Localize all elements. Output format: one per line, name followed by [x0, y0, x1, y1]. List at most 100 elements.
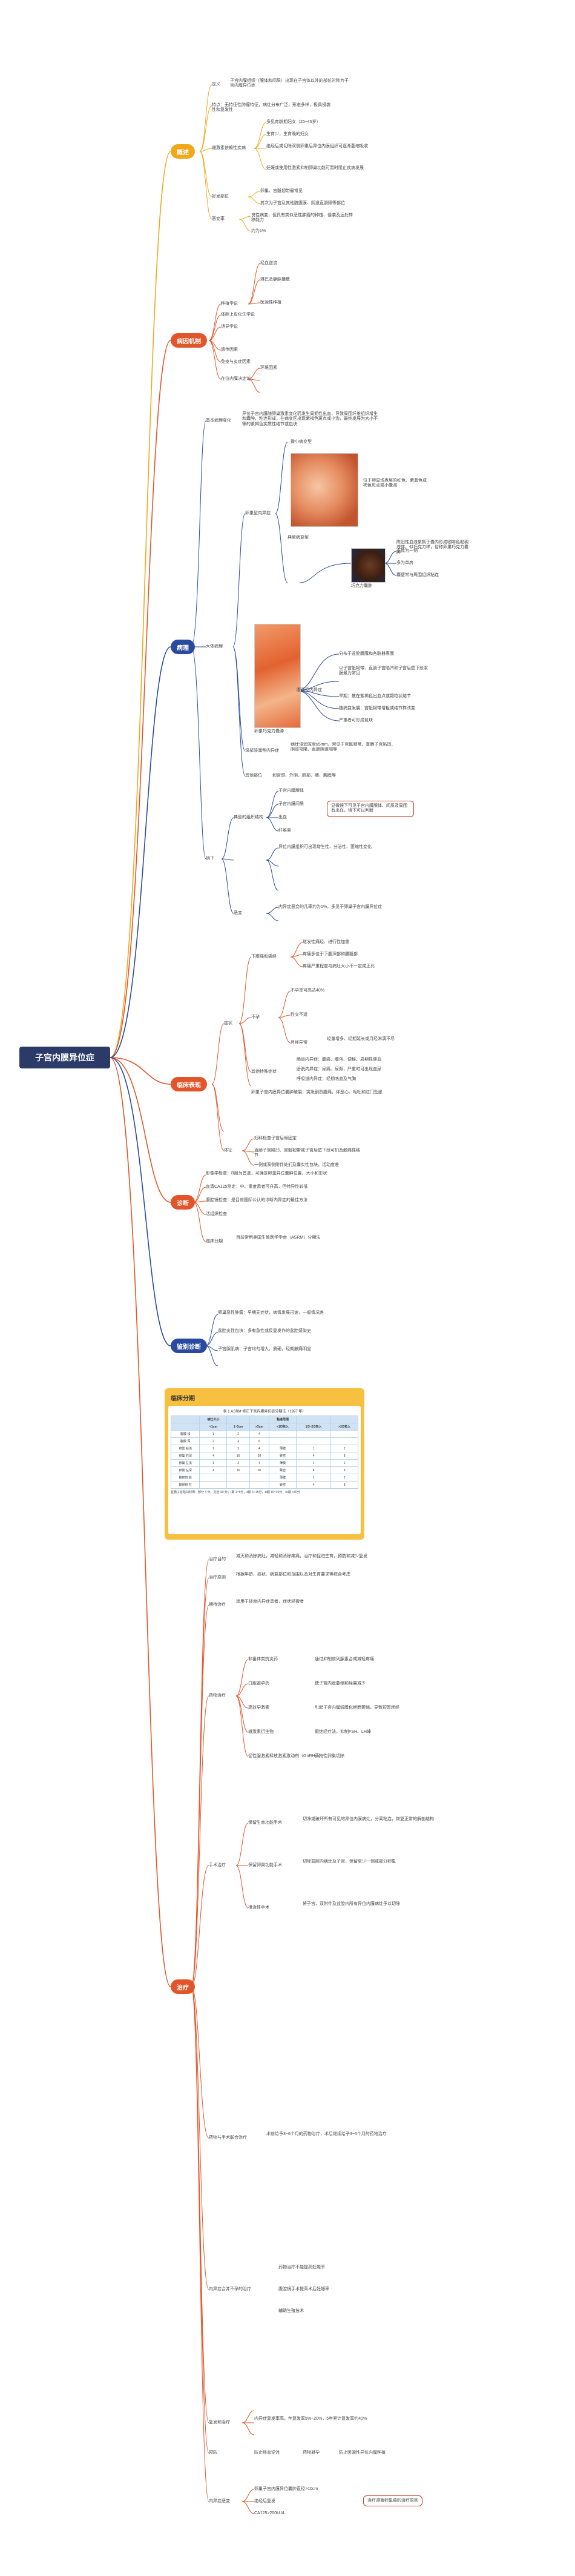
table-cell: 致密 — [268, 1466, 297, 1474]
nature-item: 约为1% — [251, 229, 266, 233]
goal-text: 减灭和消除病灶，减轻和消除疼痛，治疗和促进生育，预防和减少复发 — [236, 1554, 367, 1558]
staging-table-caption: 表 1 ASRM 修正子宫内膜异位症分期法（1997 年） — [223, 1410, 306, 1414]
table-header-cell — [226, 1415, 250, 1423]
table-cell: 1 — [295, 1474, 332, 1482]
table-cell: 16 — [226, 1452, 250, 1460]
peritoneal-item: 以子宫骶韧带、直肠子宫陷凹和子宫后壁下段浆膜最为常见 — [339, 666, 428, 676]
ovary-label: 卵巢型内异症 — [245, 511, 271, 515]
dyspareunia: 性交不适 — [291, 1013, 307, 1017]
basic-label: 基本病理变化 — [206, 419, 231, 423]
prevention-item: 防止经血逆流 — [254, 2451, 280, 2455]
theory-item: 遗传因素 — [221, 348, 238, 352]
staging-table-inner: 表 1 ASRM 修正子宫内膜异位症分期法（1997 年） 病灶大小粘连范围 <… — [168, 1406, 361, 1534]
site-item: 其次为子宫及其他脏腹膜、阴道直肠隔等部位 — [260, 201, 345, 205]
surgery-detail: 将子宫、双附件及盆腔内所有异位内膜病灶予以切除 — [303, 1902, 400, 1906]
pain-item: 继发性痛经、进行性加重 — [303, 940, 349, 944]
table-cell: 1 — [295, 1445, 332, 1452]
table-cell: 2 — [199, 1437, 228, 1445]
drug-detail: 通过抑制前列腺素合成减轻疼痛 — [315, 1657, 374, 1661]
table-cell: 4 — [295, 1452, 332, 1460]
epi-item: 多见育龄期妇女（25~45岁） — [266, 120, 321, 124]
theory-label: 种植学说 — [221, 302, 238, 306]
table-cell: 2 — [226, 1430, 250, 1438]
peritoneal-photo — [254, 624, 301, 728]
drug-detail: 使子宫内膜萎缩和经量减少 — [315, 1681, 366, 1686]
table-cell: 4 — [249, 1445, 269, 1452]
table-cell: 输卵管 右 — [170, 1474, 200, 1482]
malig-treat-box: 治疗遵循卵巢癌的治疗原则 — [363, 2495, 422, 2507]
surgery-detail: 切净或破坏所有可见的异位内膜病灶，分离粘连，恢复正常的解剖结构 — [303, 1817, 434, 1821]
table-cell: 输卵管 左 — [170, 1481, 200, 1489]
deep-label: 深部浸润型内异症 — [245, 749, 279, 753]
table-subheader-cell: >2/3包入 — [330, 1423, 358, 1431]
table-cell: 4 — [295, 1466, 332, 1474]
branch-clinical: 临床表现 — [171, 1077, 207, 1091]
malig-text: 内异症恶变的几率约为1%，多见于卵巢子宫内膜异位症 — [278, 905, 383, 909]
combo-label: 药物与手术联合治疗 — [209, 2136, 247, 2140]
cyst-item: 多数为一侧 — [396, 549, 418, 553]
table-cell — [330, 1430, 358, 1438]
prevention-item: 药物避孕 — [303, 2451, 320, 2455]
signs-label: 体征 — [224, 1148, 232, 1153]
photo-caption: 巧克力囊肿 — [351, 584, 372, 588]
special-text: 异位内膜组织可出现增生性、分泌性、萎缩性变化 — [278, 845, 372, 849]
other-text: 如宫颈、外阴、脐部、肺、胸膜等 — [272, 773, 336, 778]
drug-item: 雄激素衍生物 — [248, 1730, 274, 1734]
peritoneal-item: 早期：散在紫褐色出血点或颗粒状结节 — [339, 694, 411, 698]
differential-item: 卵巢恶性肿瘤：早期无症状，病情发展迅速，一般情况差 — [218, 1311, 324, 1315]
pain-item: 疼痛严重程度与病灶大小不一定成正比 — [303, 964, 375, 968]
definition-label: 定义 — [212, 82, 220, 87]
peritoneal-item: 严重者可形成包块 — [339, 718, 373, 723]
other-symptom: 肠道内异症：腹痛、腹泻、便秘、周期性便血 — [297, 1058, 381, 1062]
table-cell: 腹膜 浅 — [170, 1430, 200, 1438]
drug-item: 非甾体类抗炎药 — [248, 1657, 278, 1661]
pain-label: 下腹痛和痛经 — [251, 955, 277, 959]
table-cell — [249, 1481, 269, 1489]
micro-item: 子宫内膜腺体 — [278, 789, 304, 793]
site-item: 卵巢、宫骶韧带最常见 — [260, 189, 303, 193]
prevention-item: 防止医源性异位内膜种植 — [339, 2451, 386, 2455]
rupture-text: 卵巢子宫内膜异位囊肿破裂：突发剧烈腹痛，伴恶心、呕吐和肛门坠胀 — [251, 1090, 383, 1094]
table-cell: 卵巢 右深 — [170, 1452, 200, 1460]
ovary-photo — [291, 453, 358, 527]
table-cell: 1 — [199, 1445, 228, 1452]
table-cell: 4 — [199, 1452, 228, 1460]
table-cell — [226, 1474, 250, 1482]
cyst-item: 囊壁常与周围组织粘连 — [396, 573, 439, 577]
sign-item: 直肠子宫陷凹、宫骶韧带或子宫后壁下段可扪及触痛性结节 — [254, 1148, 360, 1158]
table-subheader-cell: 1~3cm — [226, 1423, 250, 1431]
surgery-detail: 切除盆腔内病灶及子宫，保留至少一侧或部分卵巢 — [303, 1859, 396, 1864]
table-header-cell — [249, 1415, 269, 1423]
staging-table-title: 临床分期 — [171, 1396, 195, 1402]
ovary-desc: 位于卵巢浅表层的红色、紫蓝色或褐色斑点或小囊泡 — [363, 478, 427, 488]
differential-item: 盆腔炎性包块：多有急性或反复发作的盆腔感染史 — [218, 1329, 311, 1333]
cyst-photo — [351, 548, 386, 583]
other-symptom: 膀胱内异症：尿痛、尿频，严重时可出现血尿 — [297, 1067, 381, 1071]
diagnosis-item: 血清CA125测定：中、重度患者可升高，但特异性较低 — [206, 1185, 308, 1189]
infertility-treat-item: 辅助生殖技术 — [278, 2309, 304, 2313]
principle-text: 根据年龄、症状、病变部位和范围以及对生育要求等综合考虑 — [236, 1572, 350, 1577]
theory-item: 经血逆流 — [260, 261, 277, 265]
drug-item: 高效孕激素 — [248, 1706, 269, 1710]
sign-item: 妇科检查子宫后倾固定 — [254, 1136, 297, 1141]
table-cell — [330, 1437, 358, 1445]
table-cell: 致密 — [268, 1481, 297, 1489]
table-cell — [295, 1430, 332, 1438]
staging-table-card: 临床分期 表 1 ASRM 修正子宫内膜异位症分期法（1997 年） 病灶大小粘… — [165, 1388, 364, 1540]
staging-table-footer: 直肠子宫陷凹封闭：部分 4 分，完全 40 分；Ⅰ期 1~5分，Ⅱ期 6~15分… — [171, 1491, 300, 1494]
principle-label: 治疗原则 — [209, 1575, 226, 1580]
other-symptom: 呼吸道内异症：经期咯血及气胸 — [297, 1077, 356, 1081]
branch-etiology: 病因机制 — [171, 333, 207, 348]
table-subheader-cell: <1/3包入 — [268, 1423, 297, 1431]
ovary-item: 典型病变型 — [288, 535, 309, 540]
table-cell — [268, 1430, 297, 1438]
table-cell: 1 — [295, 1459, 332, 1467]
theory-item: 免疫与炎症因素 — [221, 360, 251, 364]
combo-text: 术前给予3~6个月的药物治疗，术后继续给予3~6个月的药物治疗 — [266, 2132, 387, 2136]
diagnosis-item: 腹腔镜检查：是目前国际公认的诊断内异症的最佳方法 — [206, 1198, 307, 1202]
differential-item: 子宫腺肌病：子宫均匀增大，质硬，经期触痛明显 — [218, 1347, 311, 1351]
table-cell: 腹膜 深 — [170, 1437, 200, 1445]
table-cell: 卵巢 右浅 — [170, 1445, 200, 1452]
